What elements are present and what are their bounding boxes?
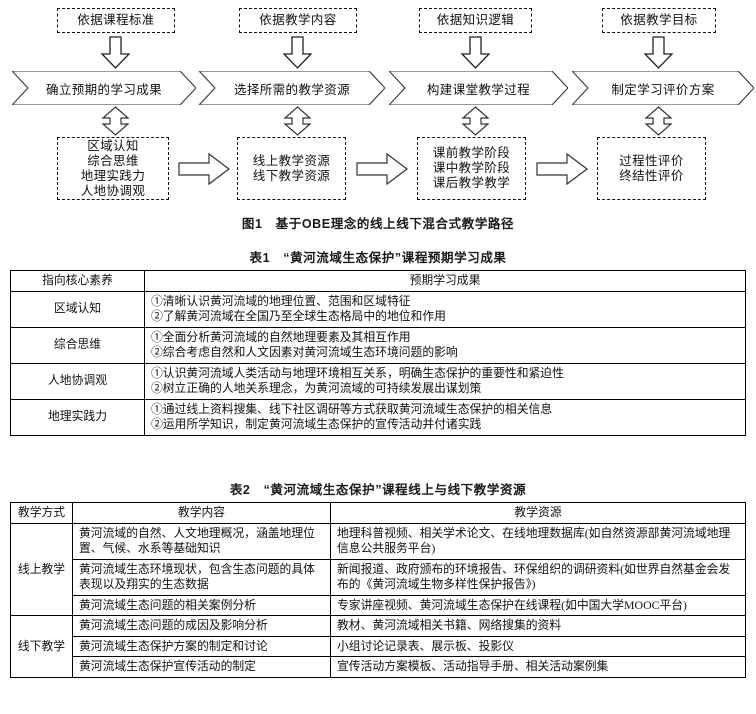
- figure-1-caption: 图1 基于OBE理念的线上线下混合式教学路径: [241, 217, 515, 231]
- table-row: 黄河流域生态保护方案的制定和讨论 小组讨论记录表、展示板、投影仪: [11, 635, 746, 657]
- table-row: 区域认知 ①清晰认识黄河流域的地理位置、范围和区域特征 ②了解黄河流域在全国乃至…: [10, 290, 746, 328]
- table-1-key-0: 区域认知: [10, 290, 145, 328]
- process-chevron-3: 构建课堂教学过程: [389, 71, 568, 105]
- outcome-box-2-lines: 线上教学资源 线下教学资源: [253, 154, 330, 184]
- table-2-header-0: 教学方式: [10, 502, 73, 524]
- process-chevron-1-label: 确立预期的学习成果: [45, 82, 163, 97]
- table-1-header-1: 预期学习成果: [144, 270, 746, 292]
- double-arrow-2: [281, 106, 314, 136]
- table-1-value-2: ①认识黄河流域人类活动与地理环境相互关系，明确生态保护的重要性和紧迫性 ②树立正…: [144, 362, 746, 400]
- outcome-line: 人地协调观: [80, 183, 146, 198]
- outcome-line: 过程性评价: [619, 153, 684, 168]
- table-row: 人地协调观 ①认识黄河流域人类活动与地理环境相互关系，明确生态保护的重要性和紧迫…: [10, 362, 746, 400]
- table-2-caption: 表2 “黄河流域生态保护”课程线上与线下教学资源: [229, 483, 527, 497]
- process-chevron-4-label: 制定学习评价方案: [611, 82, 715, 97]
- table-row: 黄河流域生态保护宣传活动的制定 宣传活动方案模板、活动指导手册、相关活动案例集: [11, 656, 746, 678]
- right-arrow-2: [356, 152, 408, 186]
- table-2-content: 黄河流域的自然、人文地理概况，涵盖地理位置、气候、水系等基础知识: [72, 522, 331, 560]
- table-2-content: 黄河流域生态问题的相关案例分析: [72, 594, 331, 616]
- outcome-box-4-lines: 过程性评价 终结性评价: [619, 154, 684, 184]
- table-1-value-0: ①清晰认识黄河流域的地理位置、范围和区域特征 ②了解黄河流域在全国乃至全球生态格…: [144, 290, 746, 328]
- table-1-value-3: ①通过线上资料搜集、线下社区调研等方式获取黄河流域生态保护的相关信息 ②运用所学…: [144, 398, 746, 436]
- outcome-line: 综合思维: [87, 153, 139, 168]
- process-chevron-4: 制定学习评价方案: [572, 71, 754, 105]
- table-2-resource: 地理科普视频、相关学术论文、在线地理数据库(如自然资源部黄河流域地理信息公共服务…: [330, 522, 746, 560]
- criteria-box-4: 依据教学目标: [602, 8, 716, 33]
- process-chevron-3-label: 构建课堂教学过程: [426, 82, 531, 97]
- figure-1-diagram: 依据课程标准 依据教学内容 依据知识逻辑 依据教学目标 确立预期的学习成果: [0, 0, 756, 200]
- outcome-item: ①认识黄河流域人类活动与地理环境相互关系，明确生态保护的重要性和紧迫性: [151, 365, 564, 380]
- process-chevron-2-label: 选择所需的教学资源: [233, 82, 351, 97]
- table-row: 线上教学 黄河流域的自然、人文地理概况，涵盖地理位置、气候、水系等基础知识 地理…: [10, 522, 746, 616]
- down-arrow-4: [642, 36, 675, 70]
- double-arrow-4: [642, 106, 675, 136]
- table-1-key-3: 地理实践力: [10, 398, 145, 436]
- table-2-resource: 专家讲座视频、黄河流域生态保护在线课程(如中国大学MOOC平台): [330, 594, 746, 616]
- table-2-resource: 宣传活动方案模板、活动指导手册、相关活动案例集: [330, 656, 746, 678]
- double-arrow-3: [459, 106, 492, 136]
- table-row-header: 教学方式 教学内容 教学资源: [10, 502, 746, 524]
- outcome-item: ①全面分析黄河流域的自然地理要素及其相互作用: [151, 329, 411, 344]
- table-1-caption: 表1 “黄河流域生态保护”课程预期学习成果: [249, 251, 507, 265]
- table-1-key-2: 人地协调观: [10, 362, 145, 400]
- outcome-line: 线上教学资源: [252, 153, 331, 168]
- table-1-header-0: 指向核心素养: [10, 270, 145, 292]
- criteria-box-1-label: 依据课程标准: [77, 13, 155, 27]
- right-arrow-1: [178, 152, 230, 186]
- criteria-box-2-label: 依据教学内容: [259, 13, 337, 27]
- table-1-key-1: 综合思维: [10, 326, 145, 364]
- outcome-box-3: 课前教学阶段 课中教学阶段 课后教学教学: [417, 137, 526, 200]
- criteria-box-3: 依据知识逻辑: [419, 8, 532, 33]
- table-2-content: 黄河流域生态保护宣传活动的制定: [72, 656, 331, 678]
- outcome-item: ②了解黄河流域在全国乃至全球生态格局中的地位和作用: [151, 309, 446, 323]
- table-row: 黄河流域生态环境现状，包含生态问题的具体表现以及翔实的生态数据 新闻报道、政府颁…: [11, 558, 746, 596]
- table-2-header-2: 教学资源: [330, 502, 746, 524]
- outcome-box-1-lines: 区域认知 综合思维 地理实践力 人地协调观: [81, 139, 146, 199]
- outcome-item: ②树立正确的人地关系理念，为黄河流域的可持续发展出谋划策: [151, 381, 482, 395]
- down-arrow-2: [281, 36, 314, 70]
- table-1-value-1: ①全面分析黄河流域的自然地理要素及其相互作用 ②综合考虑自然和人文因素对黄河流域…: [144, 326, 746, 364]
- outcome-line: 终结性评价: [619, 168, 684, 183]
- outcome-item: ②运用所学知识，制定黄河流域生态保护的宣传活动并付诸实践: [151, 417, 482, 431]
- outcome-box-4: 过程性评价 终结性评价: [597, 137, 706, 200]
- down-arrow-1: [99, 36, 132, 70]
- table-2-content: 黄河流域生态环境现状，包含生态问题的具体表现以及翔实的生态数据: [72, 558, 331, 596]
- criteria-box-4-label: 依据教学目标: [620, 13, 698, 27]
- table-2-mode-offline: 线下教学: [10, 615, 73, 678]
- outcome-box-1: 区域认知 综合思维 地理实践力 人地协调观: [57, 137, 169, 200]
- table-2-content: 黄河流域生态问题的成因及影响分析: [72, 615, 331, 637]
- double-arrow-1: [99, 106, 132, 136]
- criteria-box-1: 依据课程标准: [57, 8, 175, 33]
- table-2: 教学方式 教学内容 教学资源 线上教学 黄河流域的自然、人文地理概况，涵盖地理位…: [10, 502, 746, 678]
- outcome-item: ①清晰认识黄河流域的地理位置、范围和区域特征: [151, 293, 411, 308]
- process-chevron-2: 选择所需的教学资源: [199, 71, 385, 105]
- table-2-content: 黄河流域生态保护方案的制定和讨论: [72, 635, 331, 657]
- table-2-resource: 新闻报道、政府颁布的环境报告、环保组织的调研资料(如世界自然基金会发布的《黄河流…: [330, 558, 746, 596]
- right-arrow-3: [536, 152, 588, 186]
- outcome-box-3-lines: 课前教学阶段 课中教学阶段 课后教学教学: [433, 146, 510, 191]
- outcome-line: 区域认知: [87, 138, 139, 153]
- process-chevron-1: 确立预期的学习成果: [12, 71, 196, 105]
- criteria-box-2: 依据教学内容: [239, 8, 357, 33]
- table-row: 黄河流域生态问题的相关案例分析 专家讲座视频、黄河流域生态保护在线课程(如中国大…: [11, 594, 746, 616]
- table-row: 线下教学 黄河流域生态问题的成因及影响分析 教材、黄河流域相关书籍、网络搜集的资…: [10, 615, 746, 678]
- table-row-header: 指向核心素养 预期学习成果: [10, 270, 746, 292]
- outcome-line: 课中教学阶段: [432, 161, 511, 175]
- table-row: 地理实践力 ①通过线上资料搜集、线下社区调研等方式获取黄河流域生态保护的相关信息…: [10, 398, 746, 436]
- table-2-resource: 教材、黄河流域相关书籍、网络搜集的资料: [330, 615, 746, 637]
- outcome-item: ①通过线上资料搜集、线下社区调研等方式获取黄河流域生态保护的相关信息: [151, 401, 553, 416]
- table-2-mode-online: 线上教学: [10, 522, 73, 616]
- outcome-line: 课前教学阶段: [432, 146, 511, 160]
- outcome-line: 线下教学资源: [252, 168, 331, 183]
- table-1: 指向核心素养 预期学习成果 区域认知 ①清晰认识黄河流域的地理位置、范围和区域特…: [10, 270, 746, 436]
- outcome-line: 地理实践力: [80, 168, 146, 183]
- table-row: 综合思维 ①全面分析黄河流域的自然地理要素及其相互作用 ②综合考虑自然和人文因素…: [10, 326, 746, 364]
- criteria-box-3-label: 依据知识逻辑: [436, 13, 515, 27]
- table-2-resource: 小组讨论记录表、展示板、投影仪: [330, 635, 746, 657]
- outcome-item: ②综合考虑自然和人文因素对黄河流域生态环境问题的影响: [151, 345, 458, 359]
- table-2-header-1: 教学内容: [72, 502, 331, 524]
- outcome-box-2: 线上教学资源 线下教学资源: [237, 137, 346, 200]
- down-arrow-3: [459, 36, 492, 70]
- outcome-line: 课后教学教学: [432, 176, 511, 190]
